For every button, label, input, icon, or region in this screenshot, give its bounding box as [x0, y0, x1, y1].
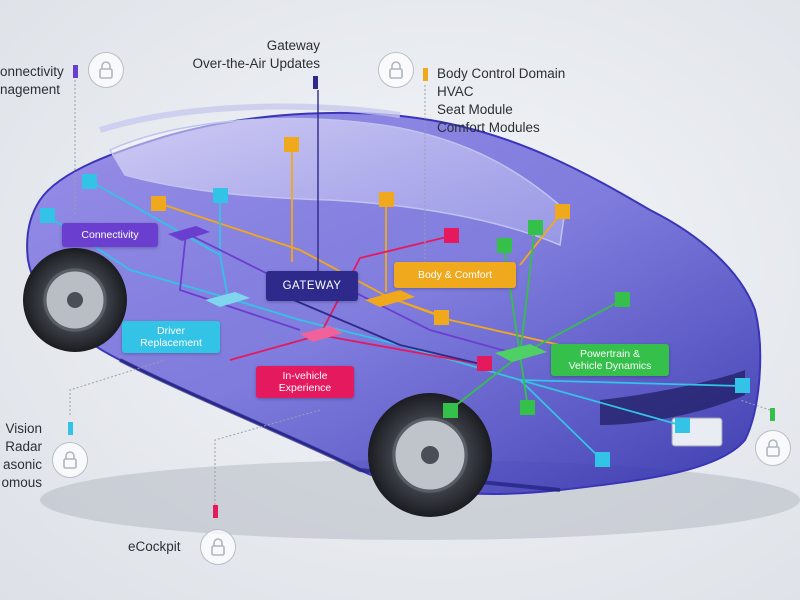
in-vehicle-line2: Experience	[278, 382, 332, 394]
ecu-blocks	[168, 226, 547, 362]
lock-icon	[378, 52, 414, 88]
connectivity-management-text: onnectivity nagement	[0, 63, 64, 99]
driver-replacement-line1: Driver	[157, 325, 185, 337]
gateway-box-label: GATEWAY	[282, 280, 342, 292]
driver-replacement-line2: Replacement	[140, 337, 202, 349]
invehicle-ecu	[300, 326, 343, 342]
body-comfort-box-label: Body & Comfort	[417, 269, 493, 281]
connectivity-box-label: Connectivity	[81, 229, 139, 241]
ecu-node	[555, 204, 570, 219]
ecu-node	[528, 220, 543, 235]
ecu-node	[40, 208, 55, 223]
text-line: onnectivity	[0, 64, 64, 79]
ecu-node	[520, 400, 535, 415]
lock-icon	[200, 529, 236, 565]
callout-lines	[69, 80, 771, 505]
front-grille	[600, 370, 745, 425]
text-line: nagement	[0, 82, 61, 97]
gateway-ota-text: Gateway Over-the-Air Updates	[150, 37, 320, 73]
ecu-node	[477, 356, 492, 371]
text-line: Over-the-Air Updates	[192, 56, 320, 71]
ecu-node	[213, 188, 228, 203]
ecu-node	[735, 378, 750, 393]
ecu-node	[151, 196, 166, 211]
driver-replacement-box: Driver Replacement	[122, 321, 220, 353]
text-line: asonic	[2, 457, 42, 472]
ecu-node	[434, 310, 449, 325]
text-line: HVAC	[437, 84, 474, 99]
car-glass	[108, 117, 566, 247]
body-control-marker	[423, 68, 428, 81]
connectivity-marker	[73, 65, 78, 78]
ecu-node	[82, 174, 97, 189]
ecu-node	[595, 452, 610, 467]
ecu-node	[379, 192, 394, 207]
text-line: Radar	[5, 439, 42, 454]
gateway-box: GATEWAY	[266, 271, 358, 301]
ecu-nodes	[40, 137, 750, 467]
powertrain-line2: Vehicle Dynamics	[568, 360, 652, 372]
lock-icon	[755, 430, 791, 466]
in-vehicle-box: In-vehicle Experience	[256, 366, 354, 398]
text-line: Vision	[5, 421, 42, 436]
ecu-node	[284, 137, 299, 152]
in-vehicle-line1: In-vehicle	[282, 370, 328, 382]
sensors-text: Vision Radar asonic omous	[0, 420, 42, 492]
powertrain-box: Powertrain & Vehicle Dynamics	[551, 344, 669, 376]
ecockpit-text: eCockpit	[128, 539, 181, 554]
car-sill	[119, 358, 561, 492]
text-line: Body Control Domain	[437, 66, 566, 81]
powertrain-ecu	[495, 344, 547, 362]
ecu-node	[443, 403, 458, 418]
ecu-node	[675, 418, 690, 433]
body-comfort-box: Body & Comfort	[394, 262, 516, 288]
lock-icon	[88, 52, 124, 88]
connectivity-ecu	[168, 226, 210, 241]
body-ecu	[365, 290, 415, 307]
ecu-node	[444, 228, 459, 243]
lock-icon	[52, 442, 88, 478]
text-line: omous	[1, 475, 42, 490]
text-line: Seat Module	[437, 102, 513, 117]
body-control-text: Body Control Domain HVAC Seat Module Com…	[437, 65, 565, 137]
rear-wheel	[23, 248, 127, 352]
powertrain-line1: Powertrain &	[579, 348, 641, 360]
network-wiring	[47, 90, 743, 459]
roof-rail	[99, 103, 401, 133]
gateway-marker	[313, 76, 318, 89]
ecu-node	[615, 292, 630, 307]
text-line: Comfort Modules	[437, 120, 540, 135]
sensors-marker	[68, 422, 73, 435]
front-wheel	[368, 393, 492, 517]
ecu-node	[497, 238, 512, 253]
connectivity-box: Connectivity	[62, 223, 158, 247]
ecockpit-marker	[213, 505, 218, 518]
powertrain-marker	[770, 408, 775, 421]
text-line: Gateway	[266, 38, 320, 53]
driver-ecu	[205, 292, 250, 307]
